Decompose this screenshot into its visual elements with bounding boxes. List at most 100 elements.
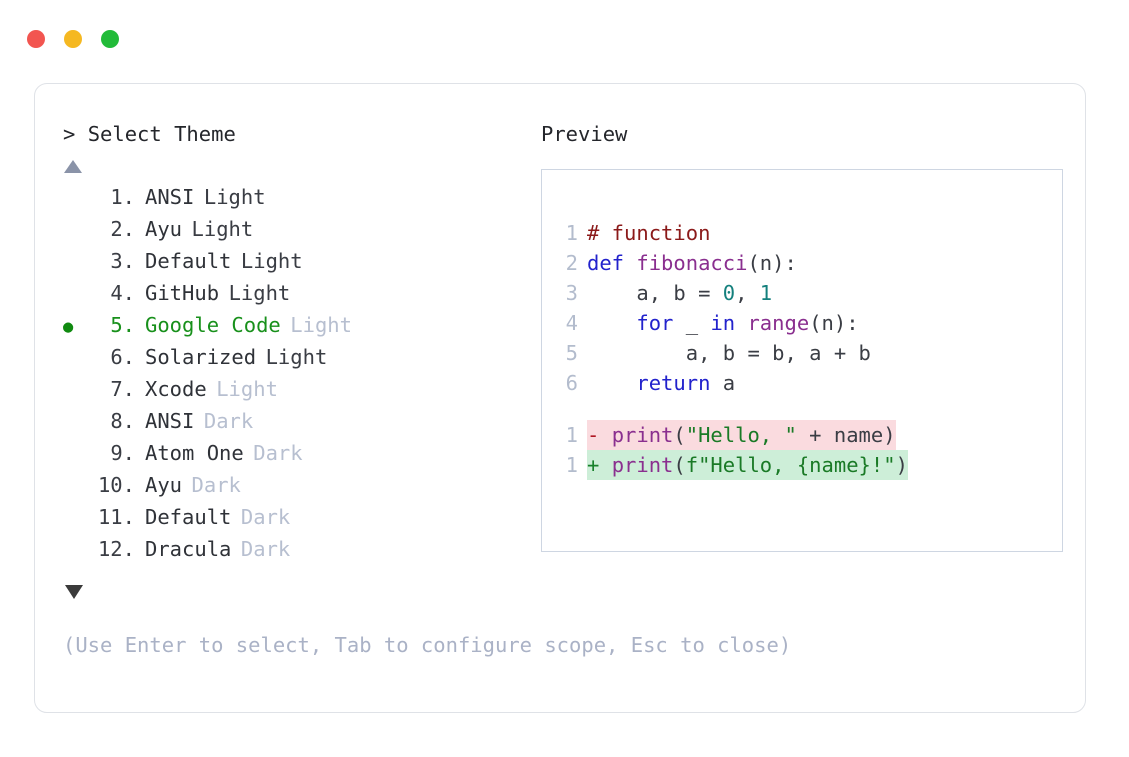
line-number: 5 xyxy=(565,341,578,365)
theme-item-name: Ayu xyxy=(145,473,183,497)
code-line-text: def fibonacci(n): xyxy=(587,248,797,278)
theme-item-name: GitHub xyxy=(145,281,220,305)
prompt-row: > Select Theme xyxy=(63,122,533,146)
line-number: 1 xyxy=(565,423,578,447)
code-token: a, b = xyxy=(587,281,723,305)
code-token: range xyxy=(747,311,810,335)
theme-item-variant: Light xyxy=(240,249,303,273)
theme-item-index: 2. xyxy=(110,217,135,241)
theme-item-variant: Dark xyxy=(240,537,291,561)
preview-label: Preview xyxy=(541,122,628,146)
code-token: def xyxy=(587,251,637,275)
code-token: for xyxy=(636,311,674,335)
theme-item-variant: Light xyxy=(228,281,291,305)
theme-item-variant: Light xyxy=(191,217,254,241)
scroll-down-arrow-icon[interactable] xyxy=(65,585,83,599)
code-line: 3 a, b = 0, 1 xyxy=(558,278,908,308)
theme-item-index: 4. xyxy=(110,281,135,305)
code-token: 0 xyxy=(722,281,736,305)
code-token: print xyxy=(611,453,674,477)
code-token: ( xyxy=(673,453,686,477)
line-number: 1 xyxy=(565,453,578,477)
theme-selector-column: > Select Theme ●1.ANSILight●2.AyuLight●3… xyxy=(63,122,533,599)
code-token: fibonacci xyxy=(636,251,748,275)
diff-line-add: 1 + print(f"Hello, {name}!") xyxy=(558,450,908,480)
code-token: (n): xyxy=(747,251,797,275)
card-body: > Select Theme ●1.ANSILight●2.AyuLight●3… xyxy=(35,84,1085,712)
code-line-text: return a xyxy=(587,368,735,398)
theme-item-variant: Dark xyxy=(203,409,254,433)
theme-item-variant: Light xyxy=(290,313,352,337)
theme-item-variant: Light xyxy=(216,377,278,401)
theme-item-index: 12. xyxy=(97,537,135,561)
code-token: # function xyxy=(587,221,711,245)
theme-item-name: Default xyxy=(145,249,232,273)
theme-item-variant: Light xyxy=(203,185,266,209)
code-token: + name) xyxy=(796,423,896,447)
line-number: 4 xyxy=(565,311,578,335)
line-number: 1 xyxy=(565,221,578,245)
theme-item-index: 11. xyxy=(97,505,135,529)
code-blank-line xyxy=(558,398,908,420)
code-token: f"Hello, {name}!" xyxy=(685,453,896,477)
theme-item-variant: Dark xyxy=(240,505,291,529)
code-token: print xyxy=(611,423,674,447)
scroll-up-arrow-icon[interactable] xyxy=(64,160,82,173)
maximize-window-button[interactable] xyxy=(101,30,119,48)
code-token: (n): xyxy=(809,311,859,335)
theme-item-index: 8. xyxy=(110,409,135,433)
theme-item-name: Xcode xyxy=(145,377,207,401)
code-line-text: a, b = 0, 1 xyxy=(587,278,772,308)
theme-item-index: 10. xyxy=(97,473,135,497)
close-window-button[interactable] xyxy=(27,30,45,48)
diff-line-content: - print("Hello, " + name) xyxy=(587,420,896,450)
code-token: ( xyxy=(673,423,686,447)
code-line: 6 return a xyxy=(558,368,908,398)
code-token xyxy=(587,311,636,335)
theme-item-index: 1. xyxy=(110,185,135,209)
theme-item-index: 3. xyxy=(110,249,135,273)
theme-item-variant: Dark xyxy=(253,441,303,465)
code-token xyxy=(587,371,636,395)
theme-picker-card: > Select Theme ●1.ANSILight●2.AyuLight●3… xyxy=(34,83,1086,713)
diff-marker: - xyxy=(587,423,612,447)
line-number: 3 xyxy=(565,281,578,305)
minimize-window-button[interactable] xyxy=(64,30,82,48)
code-line: 4 for _ in range(n): xyxy=(558,308,908,338)
page-title: Select Theme xyxy=(87,122,236,146)
code-line-text: a, b = b, a + b xyxy=(587,338,871,368)
theme-item-name: Atom One xyxy=(145,441,244,465)
code-token: a, b = b, a + b xyxy=(587,341,871,365)
theme-item-variant: Light xyxy=(265,345,328,369)
theme-item-name: ANSI xyxy=(145,185,195,209)
theme-list: ●1.ANSILight●2.AyuLight●3.DefaultLight●4… xyxy=(63,185,533,569)
theme-item-index: 5. xyxy=(110,313,135,337)
theme-item-variant: Dark xyxy=(191,473,241,497)
theme-item-name: Solarized xyxy=(145,345,257,369)
theme-item-name: Dracula xyxy=(145,537,232,561)
code-line: 5 a, b = b, a + b xyxy=(558,338,908,368)
diff-line-content: + print(f"Hello, {name}!") xyxy=(587,450,908,480)
code-token: in xyxy=(710,311,736,335)
code-token: a xyxy=(710,371,736,395)
selected-bullet-icon: ● xyxy=(63,317,74,337)
prompt-caret-icon: > xyxy=(63,122,76,146)
code-token: 1 xyxy=(759,281,773,305)
diff-line-del: 1 - print("Hello, " + name) xyxy=(558,420,908,450)
diff-marker: + xyxy=(587,453,612,477)
code-token: _ xyxy=(673,311,711,335)
